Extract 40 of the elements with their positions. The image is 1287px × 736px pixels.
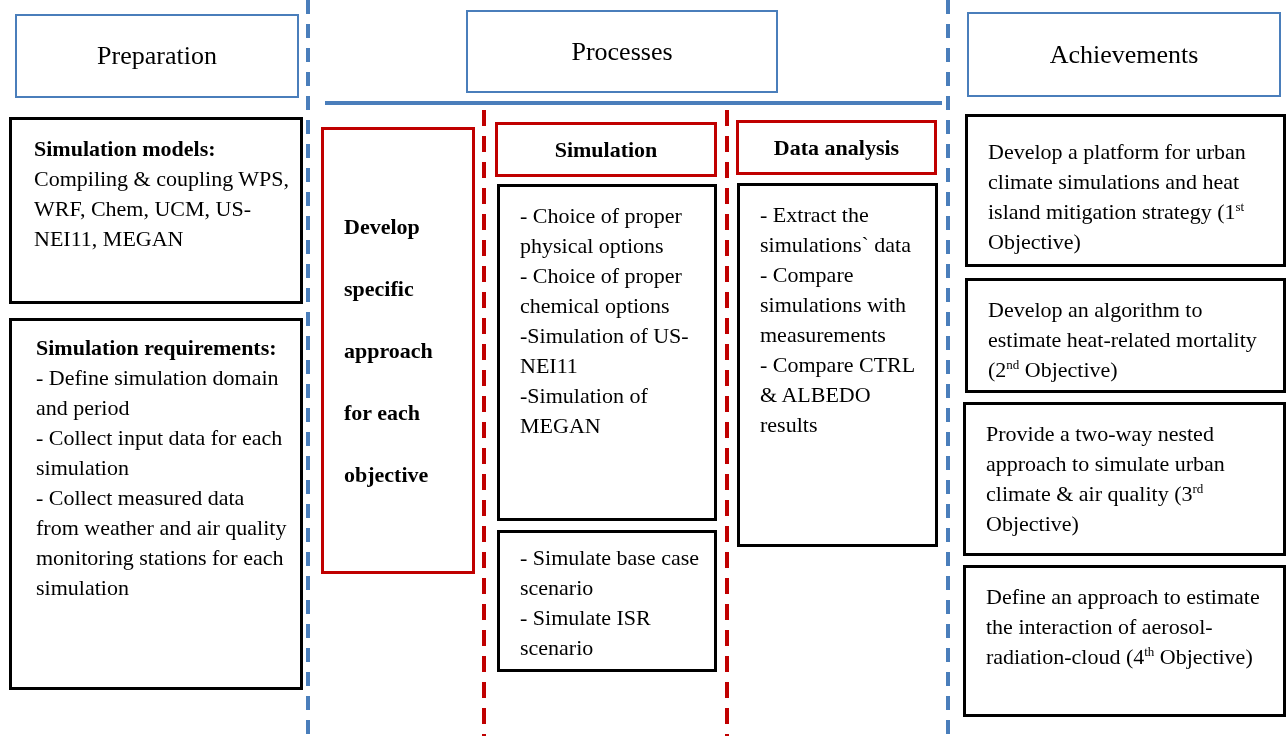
list-item: - Collect input data for each simulation	[36, 424, 284, 482]
list-item: - Define simulation domain and period	[36, 364, 280, 422]
list-item: - Collect measured data from weather and air quality monitoring stations for each simulation	[36, 484, 288, 602]
list-item: - Choice of proper physical options	[520, 202, 683, 260]
content-box	[737, 183, 938, 547]
objective-text: Define an approach to estimate the interaction of aerosol-radiation-cloud (4$^{th}$ Objective)	[986, 583, 1261, 671]
list-item: - Choice of proper chemical options	[520, 262, 683, 320]
header-text: Processes	[571, 36, 673, 67]
section-box	[321, 127, 475, 574]
objective-text: Develop an algorithm to estimate heat-related mortality (2$^{nd}$ Objective)	[988, 296, 1258, 384]
section-title: Data analysis	[773, 133, 900, 162]
column-header	[967, 12, 1281, 97]
objective-text: Provide a two-way nested approach to simulate urban climate & air quality (3$^{rd}$ Objective)	[986, 420, 1226, 538]
approach-text: Develop specific approach for each objective	[344, 212, 434, 489]
header-text: Preparation	[97, 41, 217, 71]
section-box	[736, 120, 937, 175]
list-item: - Extract the simulations` data	[760, 201, 912, 259]
header-text: Achievements	[1049, 39, 1199, 70]
content-box	[9, 318, 303, 690]
box-heading: Simulation models:	[34, 135, 217, 163]
content-box	[965, 114, 1286, 267]
column-header	[15, 14, 299, 98]
list-item: Compiling & coupling WPS, WRF, Chem, UCM, US-NEI11, MEGAN	[34, 165, 290, 253]
objective-text: Develop a platform for urban climate simulations and heat island mitigation strategy (1$^{st}$ Objective)	[988, 138, 1247, 256]
list-item: - Simulate base case scenario	[520, 544, 700, 602]
content-box	[963, 402, 1286, 556]
list-item: - Simulate ISR scenario	[520, 604, 652, 662]
content-box	[965, 278, 1286, 393]
list-item: -Simulation of US-NEI11	[520, 322, 690, 380]
column-header	[466, 10, 778, 93]
content-box	[497, 184, 717, 521]
content-box	[9, 117, 303, 304]
list-item: - Compare CTRL & ALBEDO results	[760, 351, 916, 439]
section-title: Simulation	[554, 135, 658, 164]
list-item: -Simulation of MEGAN	[520, 382, 649, 440]
section-box	[495, 122, 717, 177]
content-box	[963, 565, 1286, 717]
list-item: - Compare simulations with measurements	[760, 261, 908, 349]
content-box	[497, 530, 717, 672]
box-heading: Simulation requirements:	[36, 334, 278, 362]
